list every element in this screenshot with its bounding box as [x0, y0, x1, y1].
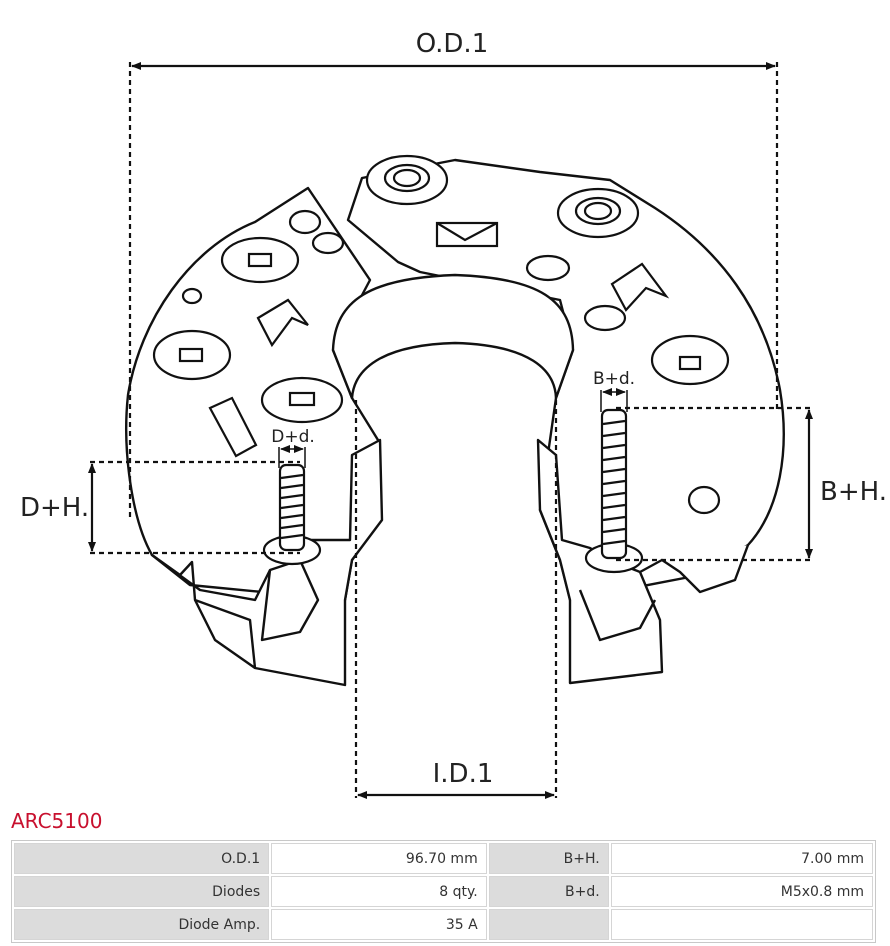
id-label: I.D.1	[433, 759, 494, 789]
dd-label: D+d.	[271, 427, 315, 447]
table-row: Diodes 8 qty. B+d. M5x0.8 mm	[14, 876, 873, 907]
left-stud	[262, 463, 322, 566]
spec-label: Diodes	[14, 876, 270, 907]
spec-label	[488, 909, 609, 940]
spec-value: 8 qty.	[271, 876, 487, 907]
right-stud	[584, 408, 644, 574]
od-label: O.D.1	[416, 29, 489, 59]
spec-value: 7.00 mm	[610, 843, 873, 874]
spec-label: B+d.	[488, 876, 609, 907]
spec-label: O.D.1	[14, 843, 270, 874]
table-row: O.D.1 96.70 mm B+H. 7.00 mm	[14, 843, 873, 874]
bh-label: B+H.	[820, 477, 887, 507]
spec-label: Diode Amp.	[14, 909, 270, 940]
rectifier-drawing: O.D.1 I.D.1 D+H. B+H. D+d. B+d.	[20, 29, 887, 799]
spec-value: 35 A	[271, 909, 487, 940]
specs-table: O.D.1 96.70 mm B+H. 7.00 mm Diodes 8 qty…	[11, 840, 876, 943]
dimension-lines	[88, 62, 813, 799]
bd-label: B+d.	[593, 369, 635, 389]
spec-value	[610, 909, 873, 940]
spec-value: M5x0.8 mm	[610, 876, 873, 907]
spec-label: B+H.	[488, 843, 609, 874]
table-row: Diode Amp. 35 A	[14, 909, 873, 940]
spec-value: 96.70 mm	[271, 843, 487, 874]
product-code: ARC5100	[11, 809, 103, 833]
dh-label: D+H.	[20, 493, 89, 523]
plate-details	[152, 154, 730, 515]
